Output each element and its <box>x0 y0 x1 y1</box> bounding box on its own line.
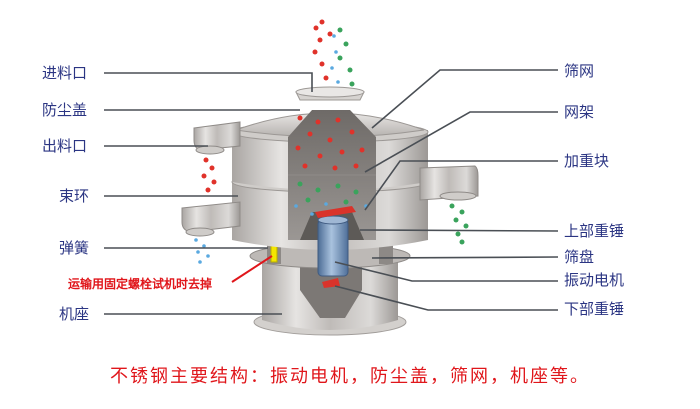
label-upper-weight: 上部重锤 <box>564 222 625 240</box>
label-clamp-ring: 束环 <box>59 187 90 205</box>
label-outlet: 出料口 <box>42 137 88 155</box>
leader-upper-weight <box>359 229 559 232</box>
label-screen-mesh: 筛网 <box>564 62 595 80</box>
label-inlet: 进料口 <box>42 64 88 82</box>
leader-sieve-tray <box>371 256 559 259</box>
outlet-left-bottom <box>181 201 241 237</box>
label-dust-cover: 防尘盖 <box>42 101 88 119</box>
vibration-motor <box>315 206 356 288</box>
leader-weight-block <box>364 160 558 211</box>
leader-inlet <box>104 72 313 92</box>
leader-lines <box>104 69 559 315</box>
particles-green <box>297 27 469 245</box>
leader-mesh-frame <box>364 111 558 173</box>
label-base: 机座 <box>59 305 90 323</box>
label-sieve-tray: 筛盘 <box>564 248 595 266</box>
label-lower-weight: 下部重锤 <box>564 300 625 318</box>
particles-blue <box>194 34 368 264</box>
structure-summary: 不锈钢主要结构：振动电机，防尘盖，筛网，机座等。 <box>110 366 590 387</box>
particles-red <box>201 19 365 193</box>
label-mesh-frame: 网架 <box>564 103 595 121</box>
label-vibration-motor: 振动电机 <box>564 271 625 289</box>
transport-bolt-warning: 运输用固定螺栓试机时去掉 <box>68 277 213 291</box>
leader-screen-mesh <box>371 69 558 129</box>
outlet-left-top <box>193 121 241 155</box>
label-spring: 弹簧 <box>59 239 90 257</box>
leader-motor <box>334 261 558 282</box>
leader-lower-weight <box>334 285 558 311</box>
warning-arrow <box>231 255 273 283</box>
label-weight-block: 加重块 <box>564 152 610 170</box>
outlet-right <box>419 165 479 201</box>
